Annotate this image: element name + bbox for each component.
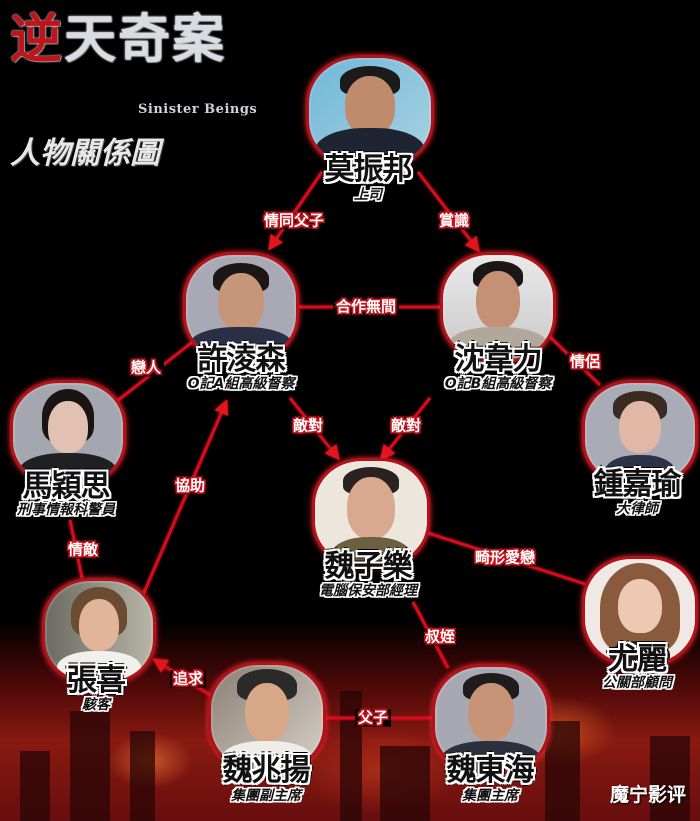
show-title-rest: 天奇案 xyxy=(64,9,227,70)
character-name: 尤麗 xyxy=(608,642,667,677)
character-photo xyxy=(312,458,430,568)
edge-mo-hui xyxy=(268,171,324,251)
relation-label-wai-tunghoi: 叔姪 xyxy=(421,628,459,646)
relation-label-shum-wai: 敵對 xyxy=(387,417,425,435)
relation-label-hui-wai: 敵對 xyxy=(289,417,327,435)
character-role: 駭客 xyxy=(82,697,110,713)
relation-label-hui-ma: 戀人 xyxy=(127,359,165,377)
relation-label-cheung-hui: 協助 xyxy=(171,477,209,495)
character-photo xyxy=(582,556,698,666)
character-photo xyxy=(208,662,326,772)
relation-label-siuyeung-tunghoi: 父子 xyxy=(354,709,392,727)
relation-label-siuyeung-cheung: 追求 xyxy=(169,670,207,688)
relation-label-wai-yau: 畸形愛戀 xyxy=(471,549,539,567)
character-role: 刑事情報科警員 xyxy=(17,502,115,518)
show-title-first-char: 逆 xyxy=(10,9,65,70)
building-silhouette xyxy=(650,736,690,821)
character-role: O記A組高級督察 xyxy=(187,376,295,392)
character-role: 大律師 xyxy=(616,501,658,517)
edge-cheung-hui xyxy=(141,399,229,596)
character-photo xyxy=(10,380,126,486)
building-silhouette xyxy=(70,711,110,821)
diagram-subtitle: 人物關係圖 xyxy=(10,136,160,171)
relation-label-ma-cheung: 情敵 xyxy=(64,541,102,559)
show-title: 逆天奇案 xyxy=(10,14,226,66)
character-photo xyxy=(183,252,299,362)
character-role: 集團主席 xyxy=(462,788,518,804)
character-photo xyxy=(306,55,434,169)
character-photo xyxy=(42,578,156,684)
building-silhouette xyxy=(20,751,50,821)
character-name: 沈韋力 xyxy=(454,342,543,377)
character-name: 馬穎思 xyxy=(22,469,111,504)
character-photo xyxy=(440,252,556,362)
title-block: 逆天奇案 Sinister Beings 人物關係圖 xyxy=(10,14,257,172)
character-role: 集團副主席 xyxy=(231,788,301,804)
watermark: 魔宁影评 xyxy=(609,784,686,806)
character-name: 魏東海 xyxy=(446,753,535,788)
character-role: O記B組高級督察 xyxy=(444,376,552,392)
edge-mo-shum xyxy=(416,171,480,253)
character-photo xyxy=(432,664,550,774)
building-silhouette xyxy=(380,746,430,821)
character-name: 魏兆揚 xyxy=(222,753,311,788)
character-name: 鍾嘉瑜 xyxy=(593,467,682,502)
character-role: 上司 xyxy=(354,187,382,203)
building-silhouette xyxy=(545,721,580,821)
character-name: 莫振邦 xyxy=(324,152,413,187)
relation-label-hui-shum: 合作無間 xyxy=(332,298,400,316)
character-name: 許淩森 xyxy=(197,342,286,377)
city-background xyxy=(0,621,700,821)
building-silhouette xyxy=(130,731,155,821)
character-role: 電腦保安部經理 xyxy=(319,583,417,599)
relation-label-mo-hui: 情同父子 xyxy=(260,212,328,230)
character-photo xyxy=(582,380,698,486)
relation-label-shum-chung: 情侶 xyxy=(566,353,604,371)
character-role: 公關部顧問 xyxy=(602,675,672,691)
relation-label-mo-shum: 賞識 xyxy=(435,212,473,230)
character-name: 張喜 xyxy=(67,663,126,698)
show-title-english: Sinister Beings xyxy=(138,102,258,117)
character-name: 魏子樂 xyxy=(324,549,413,584)
